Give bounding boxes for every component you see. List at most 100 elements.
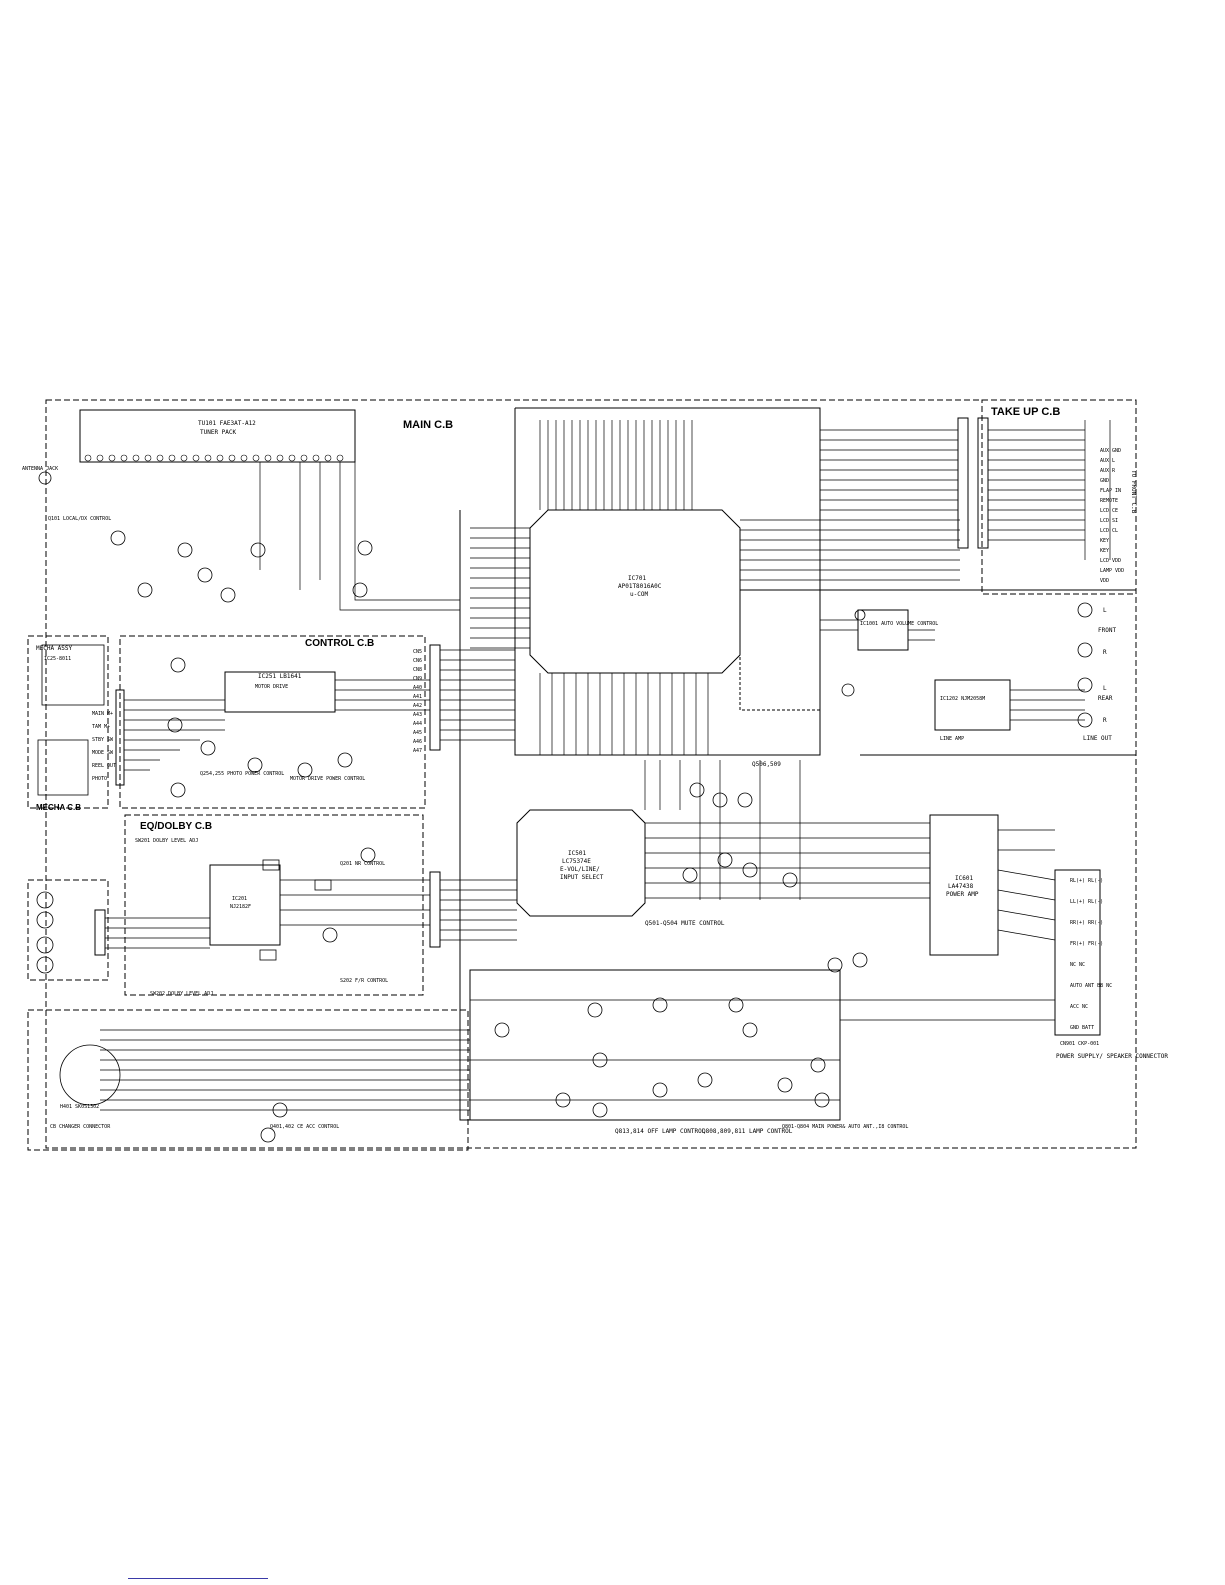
tuner-ref: TU101 FAE3AT-A12	[198, 420, 256, 427]
ctl-pin-12: A47	[413, 748, 422, 754]
spk-pin-1: RL(+) RL(-)	[1070, 878, 1103, 884]
tu-pin-12: LCD VDD	[1100, 558, 1121, 564]
footer-rule	[128, 1578, 268, 1579]
mecha-lbl-3: TAM M+	[92, 724, 110, 730]
tu-pin-7: LCD CE	[1100, 508, 1118, 514]
q506-label: Q506,509	[752, 761, 781, 768]
tu-pin-2: AUX L	[1100, 458, 1115, 464]
bus-wires	[100, 420, 1111, 1111]
ic701-chip	[529, 509, 741, 674]
mecha-lbl-4: STBY SW	[92, 737, 114, 743]
ic1001-label: IC1001 AUTO VOLUME CONTROL	[860, 621, 938, 627]
mecha-assy-label: MECHA ASSY	[36, 645, 73, 652]
tuner-pack-box	[79, 409, 356, 463]
mecha-frame	[27, 635, 109, 809]
spk-pin-5: NC NC	[1070, 962, 1085, 968]
out-l-1: L	[1103, 607, 1107, 614]
eq-dolby-cb-label: EQ/DOLBY C.B	[140, 821, 212, 832]
tu-pin-9: LCD CL	[1100, 528, 1118, 534]
tu-pin-5: FLAP IN	[1100, 488, 1121, 494]
aux-block	[739, 589, 821, 711]
mecha-lbl-1: IC25-8011	[44, 656, 71, 662]
control-cb-label: CONTROL C.B	[305, 638, 374, 649]
ctl-pin-9: A44	[413, 721, 422, 727]
main-cb-frame	[45, 399, 1137, 1149]
mecha-lbl-7: PHOTO	[92, 776, 107, 782]
ic1001-chip	[857, 609, 909, 651]
tuner-name: TUNER PACK	[200, 429, 237, 436]
eq-dolby-frame	[124, 814, 424, 996]
spk-pin-3: RR(+) RR(-)	[1070, 920, 1103, 926]
ctl-pin-6: A41	[413, 694, 422, 700]
input-connector	[94, 909, 106, 956]
lamp-control-block	[469, 969, 841, 1121]
take-up-cb-label: TAKE UP C.B	[991, 406, 1060, 418]
q101-label: Q101 LOCAL/DX CONTROL	[48, 516, 111, 522]
ic601-chip	[929, 814, 999, 956]
tuner-pins	[84, 454, 344, 462]
ic1201-func: LINE AMP	[940, 736, 964, 742]
antenna-label: ANTENNA JACK	[22, 466, 58, 472]
h401-label: H401 SK0S1302	[60, 1104, 99, 1110]
eq-lbl-3: Q201 NR CONTROL	[340, 861, 385, 867]
ic701-part: AP01T8016A0C	[618, 583, 662, 590]
ctl-pin-11: A46	[413, 739, 422, 745]
ic601-part: LA47438	[948, 883, 974, 890]
front-label: FRONT	[1098, 627, 1116, 634]
ctl-pin-8: A43	[413, 712, 422, 718]
control-connector	[429, 644, 441, 751]
ic201-ref: IC201	[232, 896, 247, 902]
ic501-part: LC75374E	[562, 858, 591, 865]
takeup-connector-left	[957, 417, 969, 549]
q808-label: Q808,809,811 LAMP CONTROL	[702, 1128, 793, 1135]
line-out-label: LINE OUT	[1083, 735, 1112, 742]
ic251-chip	[224, 671, 336, 713]
take-up-cb-frame	[981, 399, 1137, 595]
mecha-lbl-5: MODE SW	[92, 750, 114, 756]
power-connector-label: POWER SUPPLY/ SPEAKER CONNECTOR	[1056, 1053, 1168, 1060]
ic501-func2: INPUT SELECT	[560, 874, 604, 881]
main-cb-label: MAIN C.B	[403, 419, 453, 431]
ctl-pin-7: A42	[413, 703, 422, 709]
ic251-func: MOTOR DRIVE	[255, 684, 288, 690]
tu-pin-11: KEY	[1100, 548, 1109, 554]
ic501-ref: IC501	[568, 850, 586, 857]
tu-pin-8: LCD SI	[1100, 518, 1118, 524]
ic201-chip	[209, 864, 281, 946]
to-front-cb-label: TO FRONT C.B	[1130, 470, 1137, 514]
spk-pin-8: GND BATT	[1070, 1025, 1094, 1031]
eq-connector	[429, 871, 441, 948]
ctl-pin-2: CN6	[413, 658, 422, 664]
rear-label: REAR	[1098, 695, 1113, 702]
tu-pin-14: VDD	[1100, 578, 1109, 584]
speaker-connector	[1054, 869, 1101, 1036]
spk-pin-4: FR(+) FR(-)	[1070, 941, 1103, 947]
cb-changer-label: CB CHANGER CONNECTOR	[50, 1124, 111, 1130]
ic501-func1: E-VOL/LINE/	[560, 866, 600, 873]
eq-lbl-1: SW201 DOLBY LEVEL ADJ	[135, 838, 198, 844]
ctl-pin-1: CN5	[413, 649, 422, 655]
ctl-pin-4: CN9	[413, 676, 422, 682]
ic701-ref: IC701	[628, 575, 646, 582]
q401-label: Q401,402 CE ACC CONTROL	[270, 1124, 339, 1130]
ic501-chip	[516, 809, 646, 917]
ctl-pin-10: A45	[413, 730, 422, 736]
tu-pin-6: REMOTE	[1100, 498, 1118, 504]
mecha-lbl-6: REEL OUT	[92, 763, 116, 769]
ctl-pin-5: A40	[413, 685, 422, 691]
ic701-func: u-COM	[630, 591, 648, 598]
tu-pin-1: AUX GND	[1100, 448, 1121, 454]
tu-pin-3: AUX R	[1100, 468, 1116, 474]
cn901-label: CN901 CKP-001	[1060, 1041, 1099, 1047]
tu-pin-4: GND	[1100, 478, 1109, 484]
spk-pin-7: ACC NC	[1070, 1004, 1088, 1010]
ic1201-chip	[934, 679, 1011, 731]
components	[36, 471, 1093, 1143]
ic601-func: POWER AMP	[946, 891, 979, 898]
mecha-cb-label: MECHA C.B	[36, 803, 81, 812]
input-jack-frame	[27, 879, 109, 981]
eq-lbl-2: SW202 DOLBY LEVEL ADJ	[150, 991, 213, 997]
spk-pin-6: AUTO ANT B8 NC	[1070, 983, 1112, 989]
